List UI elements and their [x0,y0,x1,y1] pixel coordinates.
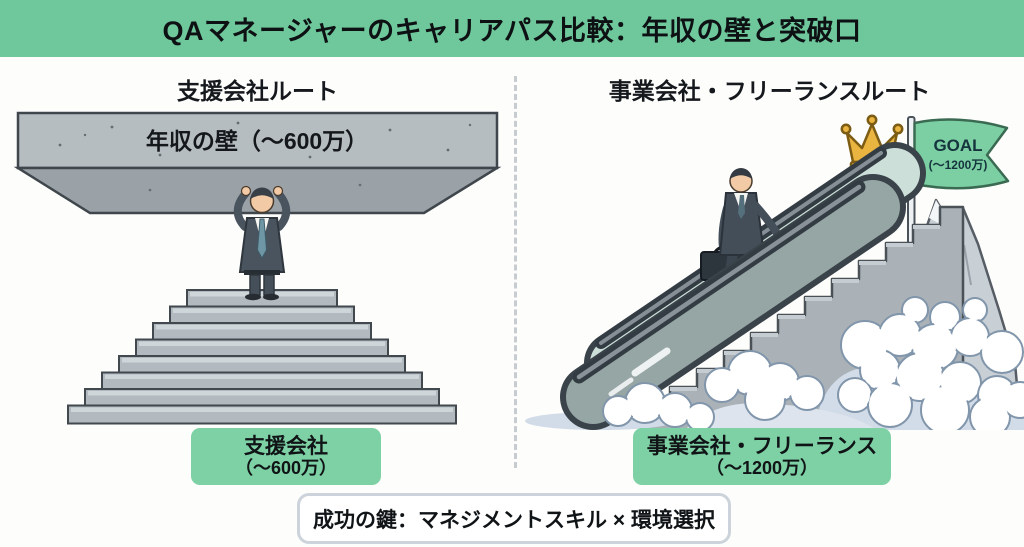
left-salary-label-line2: （〜600万） [234,458,338,479]
right-route-header: 事業会社・フリーランスルート [608,78,931,104]
left-salary-label: 支援会社 （〜600万） [191,428,381,485]
panel-divider [514,76,517,468]
right-salary-label-line1: 事業会社・フリーランス [646,434,878,458]
goal-flag-line2: (〜1200万) [929,158,988,172]
ceiling-label: 年収の壁（〜600万） [146,128,368,154]
frustrated-businessman-icon [233,185,291,301]
page-title: QAマネージャーのキャリアパス比較：年収の壁と突破口 [162,16,862,46]
success-key-text: 成功の鍵：マネジメントスキル × 環境選択 [313,508,715,532]
title-banner: QAマネージャーのキャリアパス比較：年収の壁と突破口 [0,0,1024,57]
right-salary-label-line2: （〜1200万） [705,458,819,479]
pyramid-staircase [67,289,457,425]
income-ceiling-slab: 年収の壁（〜600万） [13,111,502,215]
escalator [560,142,926,430]
clouds [602,296,1024,430]
left-illustration: 年収の壁（〜600万） [13,111,502,425]
left-route-header: 支援会社ルート [177,78,338,104]
right-salary-label: 事業会社・フリーランス （〜1200万） [633,428,891,485]
left-salary-label-line1: 支援会社 [244,434,328,458]
goal-flag-line1: GOAL [933,136,982,155]
success-key-box: 成功の鍵：マネジメントスキル × 環境選択 [297,493,731,544]
right-illustration: GOAL (〜1200万) [525,114,1024,430]
